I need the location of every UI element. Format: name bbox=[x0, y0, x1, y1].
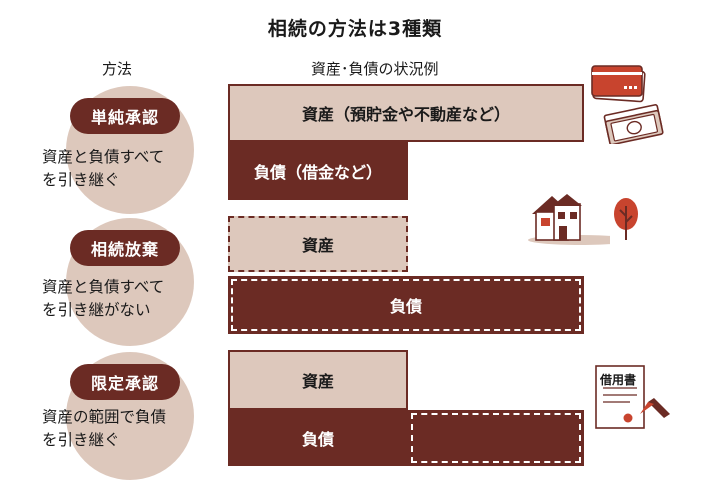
description-line: 資産の範囲で負債 bbox=[42, 408, 167, 426]
method-label-renounce: 相続放棄 bbox=[70, 230, 180, 266]
method-label-simple: 単純承認 bbox=[70, 98, 180, 134]
method-label-limited: 限定承認 bbox=[70, 364, 180, 400]
document-pen-icon bbox=[594, 364, 674, 432]
method-description-renounce: 資産と負債すべて を引き継がない bbox=[42, 276, 164, 322]
method-description-simple: 資産と負債すべて を引き継ぐ bbox=[42, 146, 164, 192]
method-column-header: 方法 bbox=[102, 60, 133, 78]
debt-excess-bar-limited bbox=[408, 410, 584, 466]
asset-bar-simple: 資産（預貯金や不動産など） bbox=[228, 84, 584, 142]
method-description-limited: 資産の範囲で負債 を引き継ぐ bbox=[42, 406, 166, 452]
debt-bar-limited: 負債 bbox=[228, 410, 408, 466]
cards-money-icon bbox=[590, 64, 666, 144]
description-line: を引き継ぐ bbox=[42, 171, 120, 189]
situation-column-header: 資産･負債の状況例 bbox=[311, 60, 439, 78]
asset-bar-limited: 資産 bbox=[228, 350, 408, 410]
diagram-title: 相続の方法は3種類 bbox=[267, 18, 443, 40]
description-line: を引き継がない bbox=[42, 301, 151, 319]
description-line: を引き継ぐ bbox=[42, 431, 120, 449]
debt-bar-renounce: 負債 bbox=[228, 276, 584, 334]
description-line: 資産と負債すべて bbox=[42, 148, 165, 166]
document-label: 借用書 bbox=[600, 373, 637, 387]
debt-bar-simple: 負債（借金など） bbox=[228, 142, 408, 200]
description-line: 資産と負債すべて bbox=[42, 278, 165, 296]
house-icon bbox=[528, 190, 610, 246]
tree-icon bbox=[610, 196, 642, 244]
asset-bar-renounce: 資産 bbox=[228, 216, 408, 272]
